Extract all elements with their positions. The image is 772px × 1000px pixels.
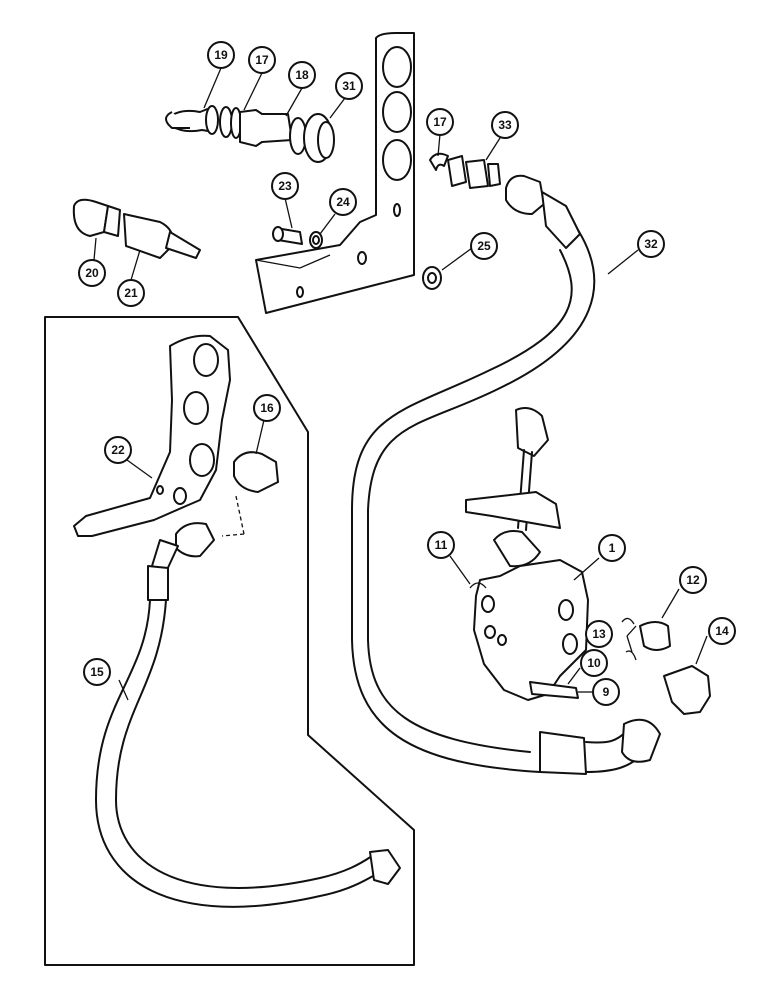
- mounting-bracket: [255, 32, 415, 314]
- callout-9: 9: [592, 678, 620, 706]
- callout-25: 25: [470, 232, 498, 260]
- svg-text:24: 24: [336, 195, 350, 209]
- callout-12: 12: [679, 566, 707, 594]
- svg-text:32: 32: [644, 237, 658, 251]
- fitting-16: [221, 451, 279, 537]
- control-valve: [465, 407, 589, 701]
- callout-16: 16: [253, 394, 281, 422]
- inset-panel-outline: [44, 316, 415, 966]
- svg-text:9: 9: [603, 685, 610, 699]
- svg-text:25: 25: [477, 239, 491, 253]
- callout-24: 24: [329, 188, 357, 216]
- coupler-halves: [72, 198, 201, 259]
- washer-25: [422, 266, 442, 290]
- svg-text:21: 21: [124, 286, 138, 300]
- callout-18: 18: [288, 61, 316, 89]
- callout-11: 11: [427, 531, 455, 559]
- svg-text:12: 12: [686, 573, 700, 587]
- callout-33: 33: [491, 111, 519, 139]
- rings-cap-elbow: [621, 617, 711, 715]
- callout-13: 13: [585, 620, 613, 648]
- svg-text:33: 33: [498, 118, 512, 132]
- callout-31: 31: [335, 72, 363, 100]
- svg-text:10: 10: [587, 656, 601, 670]
- svg-text:15: 15: [90, 665, 104, 679]
- callout-20: 20: [78, 259, 106, 287]
- svg-text:31: 31: [342, 79, 356, 93]
- callout-22: 22: [104, 436, 132, 464]
- callout-15: 15: [83, 658, 111, 686]
- callout-14: 14: [708, 617, 736, 645]
- callout-10: 10: [580, 649, 608, 677]
- hydraulic-hose-15: [95, 522, 401, 908]
- leader-lines: [93, 67, 708, 701]
- callout-21: 21: [117, 279, 145, 307]
- adapter-fitting: [429, 152, 501, 189]
- svg-text:20: 20: [85, 266, 99, 280]
- hydraulic-hose-32: [351, 174, 661, 775]
- svg-text:13: 13: [592, 627, 606, 641]
- callout-17: 17: [248, 46, 276, 74]
- pin-and-washer: [272, 226, 323, 249]
- svg-text:11: 11: [435, 538, 448, 552]
- callout-1: 1: [598, 534, 626, 562]
- quick-coupler-assembly: [165, 105, 335, 163]
- callout-32: 32: [637, 230, 665, 258]
- callout-23: 23: [271, 172, 299, 200]
- svg-text:22: 22: [111, 443, 125, 457]
- lever-plate: [73, 334, 231, 537]
- svg-text:1: 1: [609, 541, 616, 555]
- svg-text:17: 17: [433, 115, 447, 129]
- svg-text:17: 17: [255, 53, 269, 67]
- svg-text:16: 16: [260, 401, 274, 415]
- svg-text:18: 18: [295, 68, 309, 82]
- svg-text:23: 23: [278, 179, 292, 193]
- svg-text:14: 14: [715, 624, 729, 638]
- callout-17-right: 17: [426, 108, 454, 136]
- callout-19: 19: [207, 41, 235, 69]
- svg-text:19: 19: [214, 48, 228, 62]
